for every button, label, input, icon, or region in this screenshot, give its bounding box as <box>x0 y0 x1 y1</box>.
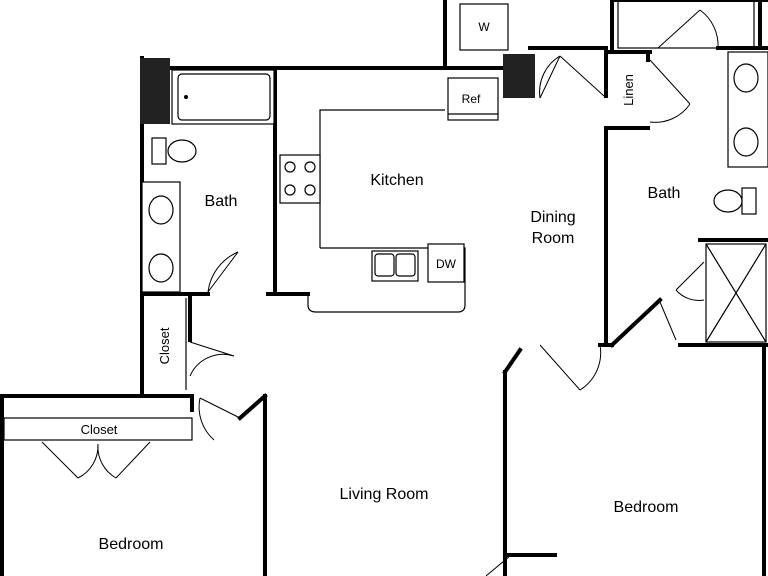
column-left <box>140 58 170 124</box>
washer-label: W <box>478 20 490 34</box>
room-label-closet-horizontal: Closet <box>81 422 118 437</box>
room-label-closet-vertical: Closet <box>157 327 172 364</box>
room-label-dining-1: Dining <box>530 209 575 226</box>
room-label-living: Living Room <box>340 486 429 503</box>
room-label-bedroom-left: Bedroom <box>99 536 164 553</box>
room-label-kitchen: Kitchen <box>370 172 423 189</box>
window-top-right <box>617 0 755 49</box>
toilet-left <box>151 137 197 165</box>
vanity-right <box>727 51 768 168</box>
room-label-bath-left: Bath <box>205 193 238 210</box>
toilet-right <box>713 187 757 215</box>
room-label-bath-right: Bath <box>648 185 681 202</box>
room-label-linen: Linen <box>621 74 636 106</box>
doors <box>41 9 719 576</box>
kitchen-sink <box>371 250 419 282</box>
closet-shelf-horizontal <box>3 417 193 441</box>
shower <box>705 243 767 343</box>
refrigerator: Ref <box>447 77 499 121</box>
refrigerator-label: Ref <box>462 92 481 106</box>
washer: W <box>459 3 509 51</box>
dishwasher-label: DW <box>436 257 457 271</box>
room-label-dining-2: Room <box>532 230 575 247</box>
vanity-left <box>141 181 181 293</box>
column-center <box>503 54 535 98</box>
bathtub <box>171 69 275 125</box>
dishwasher: DW <box>427 243 465 283</box>
room-label-bedroom-right: Bedroom <box>614 499 679 516</box>
stove <box>279 154 321 204</box>
